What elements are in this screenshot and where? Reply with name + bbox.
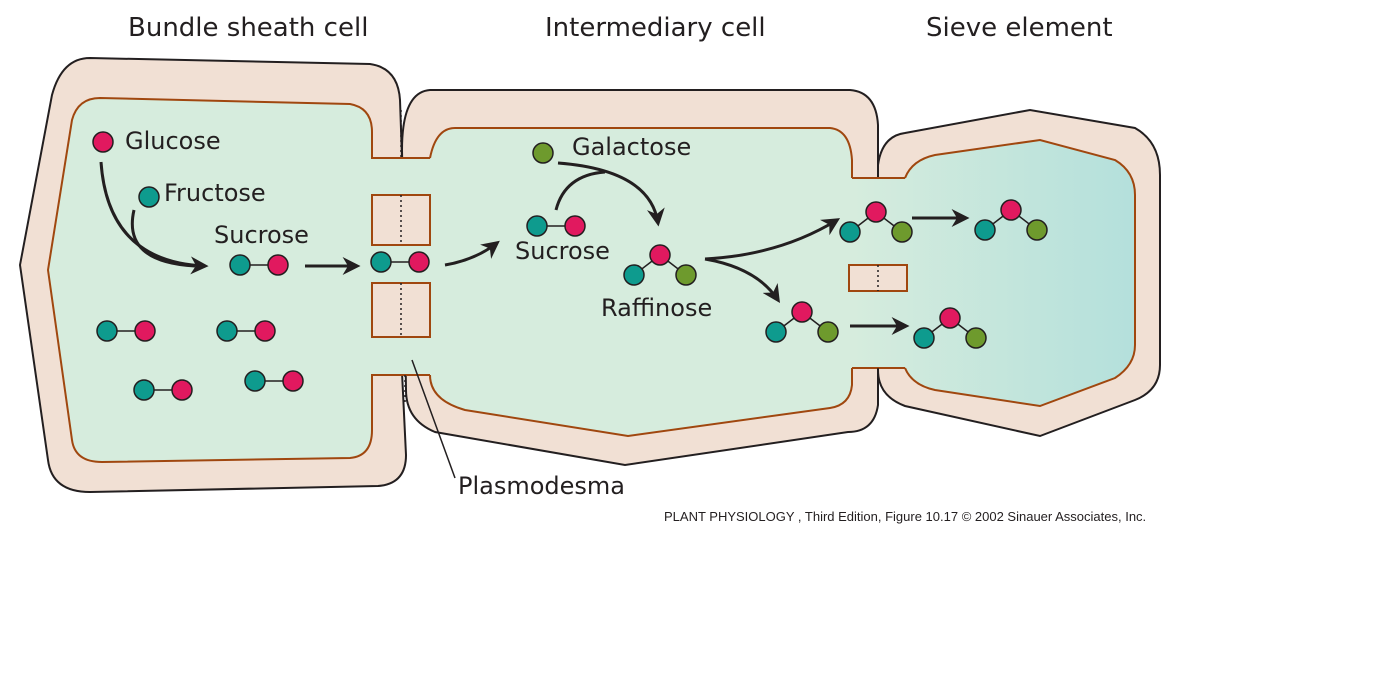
sieve-membrane xyxy=(904,138,1136,408)
header-sieve-element: Sieve element xyxy=(926,13,1113,43)
galactose-icon xyxy=(532,142,554,164)
glucose-unit xyxy=(267,254,289,276)
glucose-icon xyxy=(92,131,114,153)
sucrose-molecule-icon xyxy=(370,251,430,273)
raffinose-molecule-icon xyxy=(974,199,1048,241)
figure-caption: PLANT PHYSIOLOGY , Third Edition, Figure… xyxy=(664,509,1147,524)
glucose-unit xyxy=(1000,199,1022,221)
arrow-raffinose-lower xyxy=(704,257,780,304)
fructose-unit xyxy=(96,320,118,342)
raffinose-molecule-icon xyxy=(623,244,697,286)
label-sucrose-intermediary: Sucrose xyxy=(515,237,610,265)
plasmodesma-wall-block xyxy=(848,264,908,292)
sucrose-molecule-icon xyxy=(96,320,156,342)
plasmodesma-pointer xyxy=(411,359,456,479)
intermediary-membrane xyxy=(429,127,853,438)
raffinose-molecule-icon xyxy=(913,307,987,349)
glucose-unit xyxy=(791,301,813,323)
arrow-to-intermediary xyxy=(444,240,500,267)
label-fructose: Fructose xyxy=(164,179,266,207)
arrow-galactose-to-raffinose xyxy=(557,161,665,227)
raffinose-molecule-icon xyxy=(839,201,913,243)
sucrose-molecule-icon xyxy=(244,370,304,392)
fructose-icon xyxy=(138,186,160,208)
sucrose-molecule-icon xyxy=(229,254,289,276)
glucose-unit xyxy=(408,251,430,273)
glucose-unit xyxy=(134,320,156,342)
label-galactose: Galactose xyxy=(572,133,691,161)
galactose-unit xyxy=(891,221,913,243)
fructose-unit xyxy=(244,370,266,392)
galactose-unit xyxy=(817,321,839,343)
sucrose-molecule-icon xyxy=(133,379,193,401)
header-intermediary: Intermediary cell xyxy=(545,13,766,43)
galactose-unit xyxy=(675,264,697,286)
sucrose-molecule-icon xyxy=(526,215,586,237)
fructose-unit xyxy=(765,321,787,343)
fructose-unit xyxy=(370,251,392,273)
fructose-unit xyxy=(974,219,996,241)
glucose-unit xyxy=(282,370,304,392)
glucose-unit xyxy=(649,244,671,266)
header-bundle-sheath: Bundle sheath cell xyxy=(128,13,368,43)
glucose-unit xyxy=(564,215,586,237)
galactose-unit xyxy=(965,327,987,349)
galactose-unit xyxy=(1026,219,1048,241)
middle-lamella xyxy=(400,110,879,405)
fructose-unit xyxy=(526,215,548,237)
label-plasmodesma: Plasmodesma xyxy=(458,472,625,500)
arrow-fructose-to-sucrose xyxy=(130,209,196,268)
arrow-raffinose-upper xyxy=(704,218,841,261)
fructose-unit xyxy=(133,379,155,401)
fructose-unit xyxy=(216,320,238,342)
fructose-unit xyxy=(623,264,645,286)
glucose-unit xyxy=(171,379,193,401)
label-raffinose: Raffinose xyxy=(601,294,712,322)
fructose-unit xyxy=(229,254,251,276)
label-sucrose-bundle: Sucrose xyxy=(214,221,309,249)
fructose-unit xyxy=(839,221,861,243)
arrow-sucrose-up xyxy=(554,170,606,211)
glucose-unit xyxy=(865,201,887,223)
sucrose-molecule-icon xyxy=(216,320,276,342)
glucose-unit xyxy=(939,307,961,329)
fructose-unit xyxy=(913,327,935,349)
raffinose-molecule-icon xyxy=(765,301,839,343)
label-glucose: Glucose xyxy=(125,127,221,155)
glucose-unit xyxy=(254,320,276,342)
